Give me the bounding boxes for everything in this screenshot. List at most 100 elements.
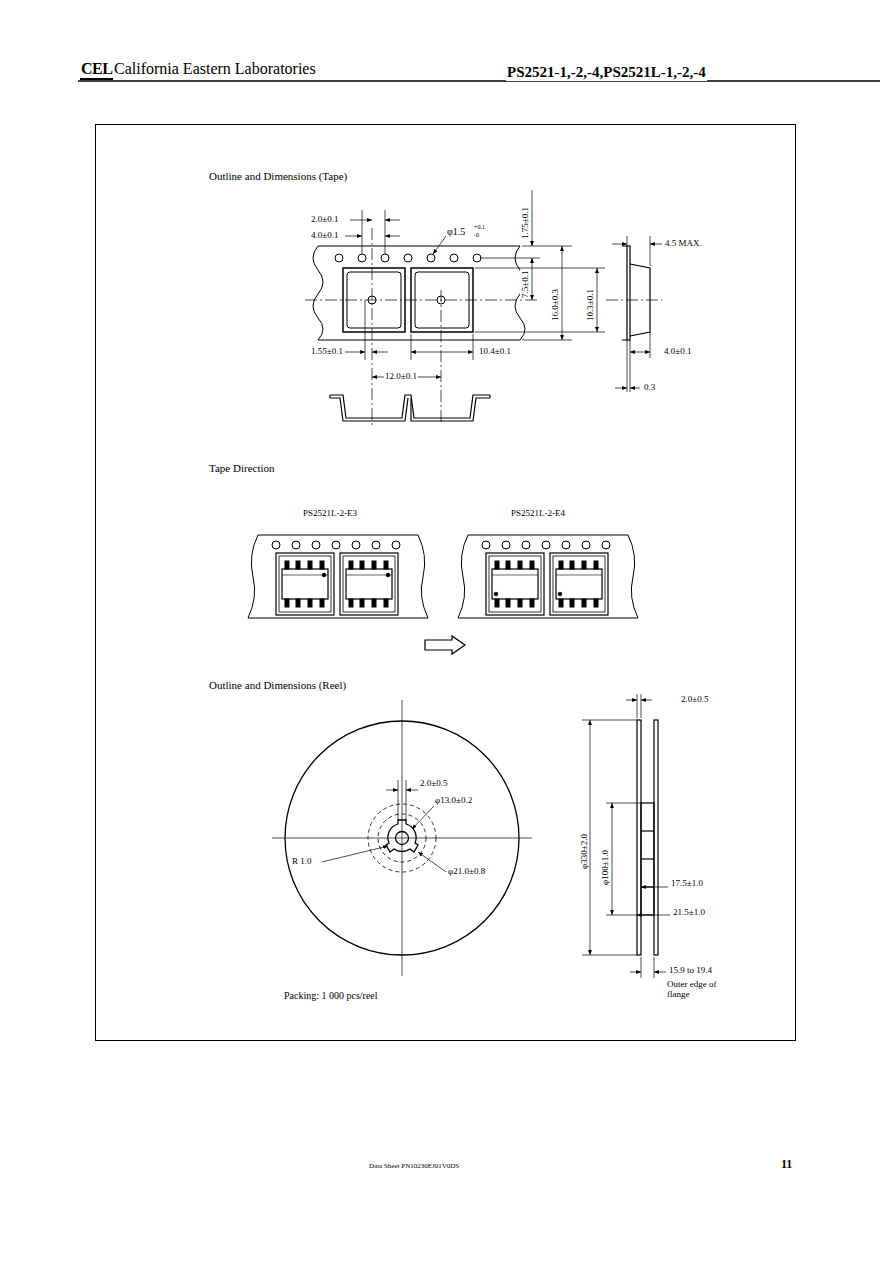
company-logo: CEL xyxy=(80,60,113,80)
drawing-line xyxy=(468,535,628,536)
drawing-line xyxy=(402,700,403,976)
drawing-line xyxy=(313,246,323,340)
drawing-line xyxy=(641,694,642,718)
drawing-line xyxy=(330,398,490,421)
drawing-line xyxy=(630,264,650,336)
section-heading: Tape Direction xyxy=(208,462,276,475)
direction-arrow xyxy=(425,636,465,654)
drawing-line xyxy=(486,553,544,615)
drawing-line xyxy=(345,352,365,353)
drawing-line xyxy=(322,846,388,862)
tape-side-view xyxy=(622,246,650,340)
drawing-line xyxy=(641,858,654,859)
drawing-line xyxy=(602,541,610,549)
drawing-line xyxy=(482,541,490,549)
company-name: California Eastern Laboratories xyxy=(113,60,317,78)
drawing-line xyxy=(630,358,631,392)
drawing-line xyxy=(406,790,418,791)
drawing-line xyxy=(630,972,641,973)
dimension: 10.3±0.1 xyxy=(585,288,595,322)
dimension: φ330±2.0 xyxy=(579,833,589,870)
drawing-line xyxy=(473,334,474,360)
drawing-line xyxy=(606,803,641,804)
drawing-line xyxy=(597,268,598,332)
drawing-line xyxy=(312,541,320,549)
section-heading: Outline and Dimensions (Tape) xyxy=(208,170,348,183)
drawing-line xyxy=(276,553,334,615)
drawing-line xyxy=(272,541,280,549)
drawing-line xyxy=(385,210,386,254)
drawing-line xyxy=(385,236,400,237)
packing-note: Packing: 1 000 pcs/reel xyxy=(283,990,379,1002)
drawing-line xyxy=(558,592,562,596)
part-number: PS2521L-2-E4 xyxy=(510,508,566,518)
dimension: 10.4±0.1 xyxy=(478,346,512,356)
drawing-line xyxy=(412,806,434,829)
drawing-line xyxy=(330,395,490,418)
part-number: PS2521L-2-E3 xyxy=(302,508,358,518)
drawing-line xyxy=(622,246,627,340)
drawing-line xyxy=(582,541,590,549)
drawing-line xyxy=(340,553,398,615)
reel-side-view xyxy=(637,720,658,955)
dimension: R 1.0 xyxy=(291,856,313,866)
drawing-line xyxy=(418,852,446,872)
drawing-line xyxy=(96,125,796,1041)
drawing-line xyxy=(322,573,326,577)
drawing-line xyxy=(550,553,608,615)
drawing-line xyxy=(248,535,258,618)
drawing-line xyxy=(480,258,540,259)
dimension: 4.0±0.1 xyxy=(310,230,339,240)
drawing-line xyxy=(78,80,880,82)
drawing-line xyxy=(318,246,520,247)
drawing-line xyxy=(292,541,300,549)
dimension: φ21.0±0.8 xyxy=(447,866,486,876)
drawing-line xyxy=(475,332,605,333)
drawing-line xyxy=(378,814,426,862)
drawing-line xyxy=(627,340,628,392)
drawing-line xyxy=(641,803,654,915)
drawing-line xyxy=(358,254,366,262)
drawing-line xyxy=(627,236,628,246)
drawing-line xyxy=(332,541,340,549)
dimension: 7.5±0.1 xyxy=(520,270,530,299)
dimension: φ1.5 xyxy=(446,226,466,238)
tape-top-view xyxy=(313,246,525,340)
drawing-line xyxy=(335,254,343,262)
dimension: 15.9 to 19.4 xyxy=(668,965,713,975)
drawing-line xyxy=(372,541,380,549)
drawing-line xyxy=(630,388,640,389)
drawing-line xyxy=(398,780,399,820)
dimension: φ13.0±0.2 xyxy=(434,795,473,805)
drawing-line xyxy=(365,300,366,360)
drawing-line xyxy=(502,541,510,549)
document-number: Data Sheet PN10230EJ01V0DS xyxy=(368,1162,460,1170)
drawing-line xyxy=(345,236,362,237)
drawing-line xyxy=(522,246,572,247)
drawing-line xyxy=(362,210,363,254)
dimension: 2.0±0.5 xyxy=(419,778,448,788)
drawing-line xyxy=(641,830,654,831)
drawing-line xyxy=(427,254,435,262)
section-heading: Outline and Dimensions (Reel) xyxy=(208,679,347,692)
drawing-line xyxy=(411,352,473,353)
drawing-line xyxy=(615,388,627,389)
drawing-line xyxy=(406,780,407,820)
drawing-line xyxy=(248,618,428,619)
tolerance: -0 xyxy=(473,232,480,239)
drawing-line xyxy=(522,541,530,549)
drawing-line xyxy=(641,957,642,978)
drawing-line xyxy=(606,300,662,301)
tape-direction-strip xyxy=(248,535,428,618)
dimension: 21.5±1.0 xyxy=(672,907,706,917)
drawing-line xyxy=(385,220,400,221)
drawing-line xyxy=(441,290,442,425)
dimension: 1.55±0.1 xyxy=(310,346,344,356)
reel-front-view xyxy=(272,700,532,976)
drawing-line xyxy=(386,820,418,852)
drawing-line xyxy=(494,592,498,596)
drawing-line xyxy=(396,832,409,845)
drawing-line xyxy=(381,254,389,262)
drawing-line xyxy=(352,541,360,549)
drawing-line xyxy=(450,254,458,262)
